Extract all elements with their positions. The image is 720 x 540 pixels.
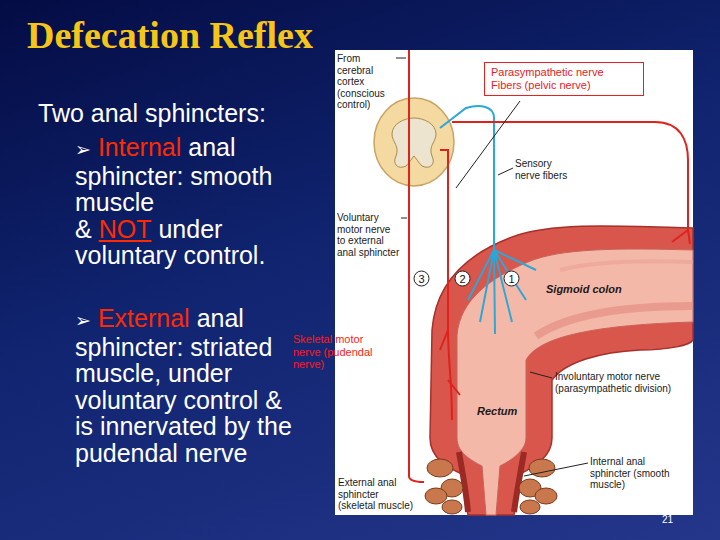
leader-line <box>456 101 520 188</box>
callout-circle <box>504 271 519 286</box>
motor-nerve <box>452 122 688 230</box>
colon-wall <box>430 226 693 515</box>
sensory-nerve <box>480 250 494 322</box>
motor-nerve <box>440 150 452 420</box>
external-sphincter <box>425 488 447 504</box>
colon-wall <box>560 261 693 270</box>
bullet-paragraph: ➢Externalanal sphincter: striated muscle… <box>75 305 300 466</box>
white-panel <box>335 50 693 515</box>
external-sphincter <box>442 500 462 514</box>
nerve-label: Skeletal motor nerve (pudendal nerve) <box>293 333 375 371</box>
spinal-cord <box>392 118 436 167</box>
motor-nerve <box>672 230 688 242</box>
callout-number: 3 <box>413 270 430 287</box>
external-sphincter <box>520 500 540 514</box>
label-slot: 21 <box>662 514 692 526</box>
bullet-paragraph: ➢Internalanal sphincter: smooth muscle &… <box>75 134 300 269</box>
motor-nerve <box>409 50 424 482</box>
title-slot: Defecation Reflex <box>27 13 313 57</box>
label-slot: Involuntary motor nerve (parasympathetic… <box>555 371 680 394</box>
leader-line <box>396 58 406 59</box>
emphasis-word: NOT <box>99 215 152 243</box>
organ-label: Rectum <box>477 405 537 418</box>
label-slot: From cerebral cortex (conscious control) <box>337 53 392 111</box>
part-label: Internal anal sphincter (smooth muscle) <box>590 456 670 491</box>
sensory-nerve <box>494 250 536 270</box>
motor-nerve <box>448 380 460 395</box>
callout-circle <box>414 271 429 286</box>
label-slot: Voluntary motor nerve to external anal s… <box>337 212 400 258</box>
motor-nerve <box>440 330 448 350</box>
callout-number-text: 1 <box>508 273 514 285</box>
leader-line <box>396 58 588 476</box>
spinal-cord <box>374 98 454 186</box>
sensory-nerve <box>494 250 495 334</box>
label-slot: External anal sphincter (skeletal muscle… <box>338 477 416 512</box>
part-label: Sensory nerve fibers <box>515 158 575 181</box>
label-slot: Rectum <box>477 405 537 418</box>
slide-title: Defecation Reflex <box>27 13 313 57</box>
part-label: From cerebral cortex (conscious control) <box>337 53 392 111</box>
part-label: External anal sphincter (skeletal muscle… <box>338 477 416 512</box>
label-slot: Internal anal sphincter (smooth muscle) <box>590 456 670 491</box>
callout-box: Parasympathetic nerve Fibers (pelvic ner… <box>484 62 644 96</box>
highlight-word: Internal <box>98 133 181 161</box>
leader-line <box>498 168 513 175</box>
white-panel <box>335 50 693 515</box>
motor-nerve <box>688 230 690 244</box>
label-slot: Two anal sphincters: <box>38 100 338 127</box>
colon-wall <box>536 306 693 336</box>
colon-wall <box>430 226 693 515</box>
organ-label: Sigmoid colon <box>546 283 646 296</box>
bullet-symbol: ➢ <box>75 309 91 331</box>
label-slot: Sigmoid colon <box>546 283 646 296</box>
leader-line <box>530 372 552 378</box>
callout-number-text: 2 <box>459 273 465 285</box>
external-sphincter <box>535 488 557 504</box>
callout-circle <box>455 271 470 286</box>
external-sphincter <box>427 459 453 477</box>
heading-text: Two anal sphincters: <box>38 100 338 127</box>
part-label: Voluntary motor nerve to external anal s… <box>337 212 400 258</box>
callout-number: 1 <box>503 270 520 287</box>
label-slot: Skeletal motor nerve (pudendal nerve) <box>293 333 375 371</box>
highlight-word: External <box>98 304 190 332</box>
internal-sphincter <box>459 452 524 512</box>
leader-line <box>524 463 588 476</box>
colon-wall <box>457 249 693 515</box>
motor-nerve <box>409 50 690 482</box>
callout-text: Parasympathetic nerve Fibers (pelvic ner… <box>491 66 621 92</box>
page-number: 21 <box>662 514 692 526</box>
callout-number-text: 3 <box>418 273 424 285</box>
sensory-nerve <box>440 106 536 334</box>
spinal-cord <box>374 98 454 186</box>
leader-line <box>401 218 407 219</box>
bullet-symbol: ➢ <box>75 138 91 160</box>
label-slot: Sensory nerve fibers <box>515 158 575 181</box>
part-label: Involuntary motor nerve (parasympathetic… <box>555 371 680 394</box>
callout-number: 2 <box>454 270 471 287</box>
external-sphincter <box>425 459 557 514</box>
